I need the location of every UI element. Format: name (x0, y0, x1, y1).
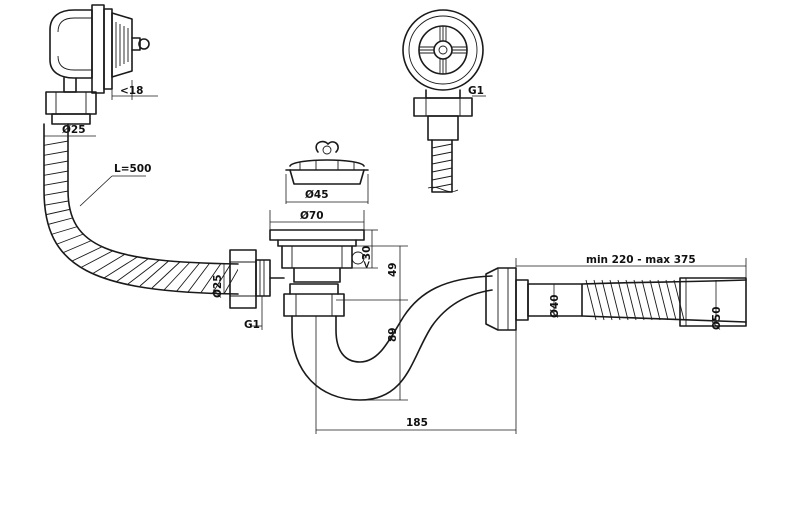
trap-width-dimension: 185 (315, 316, 517, 434)
trap-height-89-label: 89 (387, 327, 399, 342)
trap-height-49-label: 49 (387, 262, 399, 277)
inlet-hose-diameter: Ø25 (212, 264, 225, 298)
outlet-length-dimension: min 220 - max 375 (515, 254, 747, 278)
plug-dia-label: Ø45 (305, 189, 329, 201)
trap-height-dimensions: 49 89 (336, 245, 408, 401)
strainer-thread: G1 (468, 85, 486, 97)
flange-height-label: <30 (361, 246, 373, 269)
inlet-connector (229, 249, 285, 309)
trap-nut (283, 283, 345, 317)
overflow-hose-dia-label: Ø25 (62, 124, 86, 136)
inlet-thread-label: G1 (244, 319, 260, 331)
outlet-dia-50: Ø50 (711, 280, 723, 330)
inlet-thread: G1 (244, 296, 263, 331)
inlet-hose-dia-label: Ø25 (212, 274, 224, 298)
flange-dia-label: Ø70 (300, 210, 324, 222)
overflow-head (49, 4, 150, 94)
strainer-top-view (402, 9, 484, 193)
outlet-hose (581, 277, 747, 327)
overflow-nut (45, 91, 97, 125)
overflow-hose-diameter: Ø25 (44, 124, 96, 137)
overflow-gap-label: <18 (120, 85, 143, 97)
outlet-dia-50-label: Ø50 (711, 306, 723, 330)
s-trap-body (291, 275, 493, 401)
overflow-gap-dimension: <18 (111, 80, 158, 100)
flange-dimension: Ø70 (269, 210, 365, 230)
strainer-thread-label: G1 (468, 85, 484, 97)
outlet-nut (485, 267, 583, 331)
drain-plug: Ø45 (285, 140, 369, 204)
flange-height-dimension: <30 (352, 229, 378, 269)
trap-width-label: 185 (406, 417, 428, 429)
outlet-dia-40-label: Ø40 (549, 294, 561, 318)
overflow-hose (43, 123, 239, 295)
outlet-dia-40: Ø40 (549, 284, 561, 318)
flange (269, 229, 365, 283)
hose-length-callout: L=500 (79, 163, 151, 207)
hose-length-label: L=500 (114, 163, 151, 175)
outlet-length-label: min 220 - max 375 (586, 254, 696, 266)
